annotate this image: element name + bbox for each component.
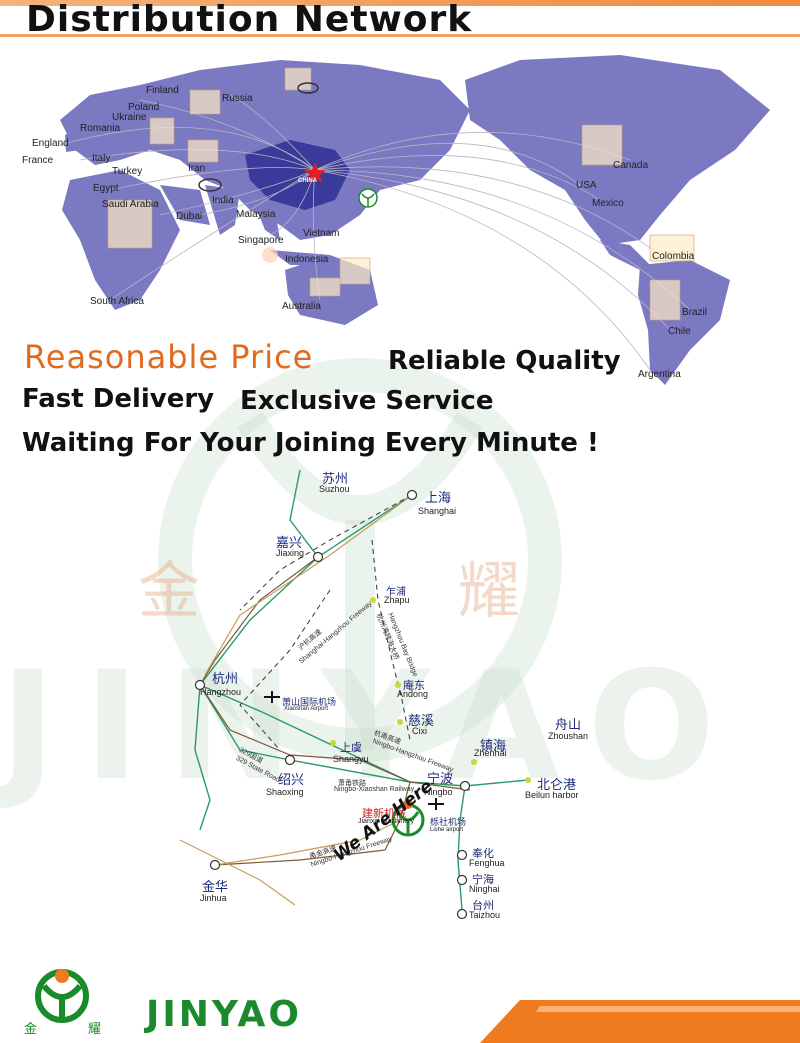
map-label-usa: USA <box>576 180 597 191</box>
map-label-brazil: Brazil <box>682 307 708 318</box>
map-label-malaysia: Malaysia <box>236 209 276 220</box>
map-label-india: India <box>212 195 234 206</box>
map-label-mexico: Mexico <box>592 198 624 209</box>
map-label-russia: Russia <box>222 93 253 104</box>
map-label-south-africa: South Africa <box>90 296 144 307</box>
city-ninghai-en: Ninghai <box>469 884 500 894</box>
map-label-iran: Iran <box>188 163 206 174</box>
map-label-poland: Poland <box>128 102 160 113</box>
map-label-indonesia: Indonesia <box>285 254 329 265</box>
city-shangyu-zh: 上虞 <box>340 741 362 754</box>
slogan-waiting-for-joining: Waiting For Your Joining Every Minute ! <box>22 428 599 458</box>
city-shanghai-zh: 上海 <box>425 491 452 506</box>
map-label-china: CHINA <box>298 178 317 184</box>
jinyao-logo <box>35 969 89 1023</box>
city-fenghua-zh: 奉化 <box>472 847 494 860</box>
city-zhapu-en: Zhapu <box>384 595 410 605</box>
map-label-colombia: Colombia <box>652 251 695 262</box>
airport-lishe-en: Lishe airport <box>430 827 464 833</box>
map-label-chile: Chile <box>668 326 691 337</box>
city-zhoushan-en: Zhoushan <box>548 731 589 741</box>
map-label-italy: Italy <box>92 153 111 164</box>
map-label-england: England <box>32 138 69 149</box>
city-suzhou-zh: 苏州 <box>322 472 349 487</box>
road-xiaoyong-railway-zh: 萧甬铁路 <box>338 780 366 787</box>
watermark-text: JINYAO <box>0 640 744 814</box>
city-jinhua-en: Jinhua <box>200 893 227 903</box>
map-label-singapore: Singapore <box>238 235 284 246</box>
city-jinhua-zh: 金华 <box>202 880 229 895</box>
city-suzhou-en: Suzhou <box>319 484 350 494</box>
map-label-canada: Canada <box>613 160 649 171</box>
city-shangyu-en: Shangyu <box>333 754 369 764</box>
city-taizhou-en: Taizhou <box>469 910 501 920</box>
city-cixi-zh: 慈溪 <box>408 714 435 729</box>
city-beilun-en: Beilun harbor <box>525 790 579 800</box>
city-beilun-zh: 北仑港 <box>537 778 577 793</box>
city-ningbo-en: Ningbo <box>424 787 453 797</box>
city-zhenhai-zh: 镇海 <box>480 739 507 754</box>
city-zhenhai-en: Zhenhai <box>474 748 507 758</box>
city-andong-zh: 庵东 <box>403 679 425 692</box>
slogan-exclusive-service: Exclusive Service <box>240 386 494 416</box>
world-map <box>59 55 770 385</box>
map-label-australia: Australia <box>282 301 321 312</box>
city-hangzhou-en: Hangzhou <box>200 687 242 697</box>
watermark-logo-left: 金 <box>138 554 201 627</box>
map-label-vietnam: Vietnam <box>303 228 340 239</box>
map-label-finland: Finland <box>146 85 179 96</box>
city-shanghai-en: Shanghai <box>418 506 457 516</box>
brand-name: JINYAO <box>146 994 303 1035</box>
airport-xiaoshan-en: Xiaoshan Airport <box>284 706 329 712</box>
airport-xiaoshan-zh: 萧山国际机场 <box>282 698 337 708</box>
city-andong-en: Andong <box>397 689 429 699</box>
city-jiaxing-zh: 嘉兴 <box>276 536 303 551</box>
city-jiaxing-en: Jiaxing <box>276 548 305 558</box>
map-label-ukraine: Ukraine <box>112 112 147 123</box>
map-label-france: France <box>22 155 54 166</box>
city-ninghai-zh: 宁海 <box>472 873 494 886</box>
map-label-turkey: Turkey <box>112 166 143 177</box>
local-route-map <box>179 469 531 920</box>
footer-accent-stripe <box>480 1000 800 1043</box>
logo-zh-right: 耀 <box>88 1022 102 1037</box>
city-taizhou-zh: 台州 <box>472 899 494 912</box>
map-label-saudi-arabia: Saudi Arabia <box>102 199 159 210</box>
city-fenghua-en: Fenghua <box>469 858 505 868</box>
logo-zh-left: 金 <box>24 1022 38 1037</box>
page-title: Distribution Network <box>26 0 473 40</box>
header-underline <box>0 34 800 37</box>
city-shaoxing-en: Shaoxing <box>266 787 304 797</box>
city-cixi-en: Cixi <box>412 726 427 736</box>
road-xiaoyong-railway-en: Ningbo-Xiaoshan Railway <box>334 786 415 793</box>
city-ningbo-zh: 宁波 <box>427 772 454 787</box>
slogan-reliable-quality: Reliable Quality <box>388 346 621 376</box>
map-label-egypt: Egypt <box>93 183 119 194</box>
airport-lishe-zh: 栎社机场 <box>430 818 467 828</box>
map-label-argentina: Argentina <box>638 369 681 380</box>
slogan-fast-delivery: Fast Delivery <box>22 384 215 414</box>
city-zhoushan-zh: 舟山 <box>555 718 582 733</box>
city-zhapu-zh: 乍浦 <box>386 587 406 598</box>
city-hangzhou-zh: 杭州 <box>212 672 239 687</box>
city-shaoxing-zh: 绍兴 <box>278 773 305 788</box>
map-label-romania: Romania <box>80 123 121 134</box>
company-jianxin-zh: 建新机械 <box>362 807 406 820</box>
slogan-reasonable-price: Reasonable Price <box>24 338 314 376</box>
header-accent-bar <box>0 0 800 6</box>
company-jianxin-en: Jianxin Machinery <box>358 818 415 825</box>
map-label-dubai: Dubai <box>176 211 203 222</box>
watermark-logo-right: 耀 <box>458 554 521 627</box>
